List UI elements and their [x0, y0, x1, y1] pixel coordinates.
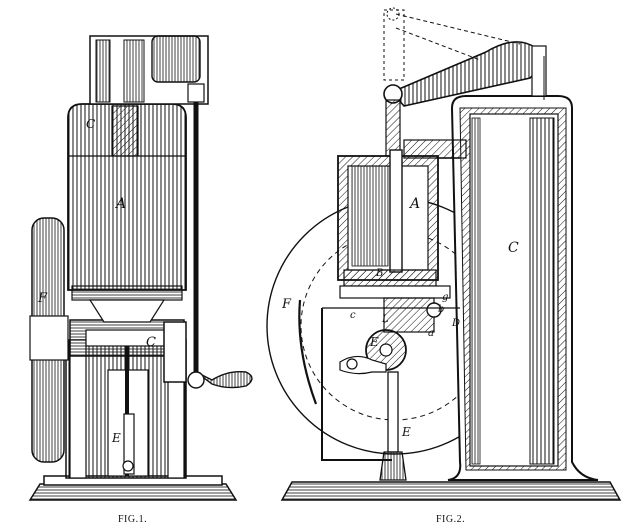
- fig1-label-crank: C: [146, 335, 156, 350]
- figure-2: A C F B g b a D c L E E FIG.2.: [267, 8, 620, 525]
- fig2-label-port-d: D: [451, 318, 460, 329]
- fig2-label-port-g: g: [442, 292, 448, 303]
- fig2-label-cylinder: A: [408, 196, 420, 212]
- fig2-label-lever-c: c: [350, 310, 356, 321]
- fig2-label-flywheel: F: [281, 297, 292, 312]
- fig1-base: [30, 484, 236, 500]
- fig1-caption: FIG.1.: [118, 514, 147, 525]
- fig2-label-port-a: a: [428, 328, 434, 339]
- fig1-label-pump: E: [111, 431, 121, 445]
- fig2-caption: FIG.2.: [436, 514, 465, 525]
- fig2-label-valve-b: B: [375, 268, 383, 279]
- fig2-base: [282, 482, 620, 500]
- fig1-label-upper: C: [86, 117, 95, 131]
- fig2-label-pump: E: [401, 425, 411, 439]
- fig2-label-eccentric: E: [369, 335, 379, 349]
- fig2-label-port-b: b: [438, 304, 444, 315]
- figure-1: C A F C E FIG.1.: [30, 36, 252, 525]
- fig2-label-column: C: [508, 240, 519, 256]
- fig1-label-flywheel: F: [37, 291, 48, 306]
- fig2-label-lever-l: L: [381, 314, 389, 325]
- fig1-label-cylinder: A: [114, 196, 126, 212]
